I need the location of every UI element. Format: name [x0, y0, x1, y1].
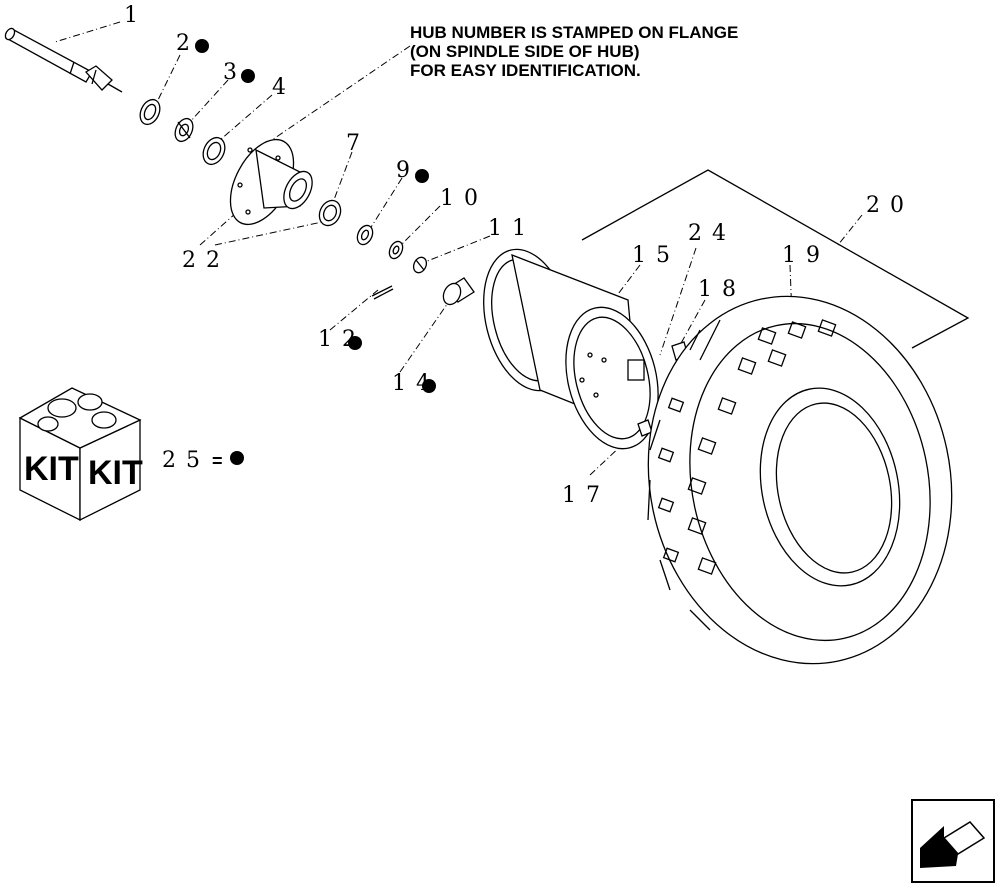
bullet-dot-icon	[230, 451, 244, 465]
bullet-dot-icon	[348, 336, 362, 350]
callout-1: 1	[124, 3, 148, 28]
note-line-3: FOR EASY IDENTIFICATION.	[410, 61, 641, 80]
callout-20: 20	[866, 193, 914, 218]
callout-25: 25	[162, 448, 210, 473]
kit-markers	[195, 39, 436, 465]
bullet-dot-icon	[415, 169, 429, 183]
hub	[229, 138, 313, 226]
tire-assembly-bracket	[581, 169, 970, 349]
note-line-1: HUB NUMBER IS STAMPED ON FLANGE	[410, 23, 738, 42]
kit-box-icon: KIT KIT	[18, 387, 143, 522]
inner-bearing	[174, 117, 194, 143]
washer	[388, 240, 404, 260]
nav-arrow-icon[interactable]	[911, 799, 995, 883]
kit-label-left: KIT	[24, 450, 79, 488]
callout-24: 24	[688, 221, 736, 246]
kit-label-right: KIT	[88, 454, 143, 492]
wheel-rim	[483, 248, 659, 450]
bullet-dot-icon	[422, 379, 436, 393]
outer-cup	[318, 199, 342, 227]
callout-19: 19	[782, 243, 830, 268]
callout-2: 2	[176, 31, 200, 56]
callout-3: 3	[223, 60, 247, 85]
callout-11: 11	[488, 216, 536, 241]
callout-17: 17	[562, 483, 610, 508]
kit-equals: =	[212, 451, 223, 471]
dust-cap	[442, 277, 475, 306]
bullet-dot-icon	[195, 39, 209, 53]
cotter-pin	[371, 285, 394, 300]
spindle	[4, 27, 123, 93]
callout-10: 10	[440, 186, 488, 211]
callout-18: 18	[698, 277, 746, 302]
castle-nut	[412, 256, 428, 274]
outer-bearing	[356, 224, 374, 246]
callout-22: 22	[182, 248, 230, 273]
callout-9: 9	[396, 158, 420, 183]
note-line-2: (ON SPINDLE SIDE OF HUB)	[410, 42, 640, 61]
hub-note: HUB NUMBER IS STAMPED ON FLANGE (ON SPIN…	[410, 23, 738, 80]
tire	[647, 295, 953, 665]
bearing-cup	[202, 136, 226, 166]
leader-lines	[54, 21, 863, 476]
callout-15: 15	[632, 243, 680, 268]
seal	[139, 98, 161, 126]
bullet-dot-icon	[241, 69, 255, 83]
callout-4: 4	[272, 75, 296, 100]
callout-7: 7	[346, 131, 370, 156]
